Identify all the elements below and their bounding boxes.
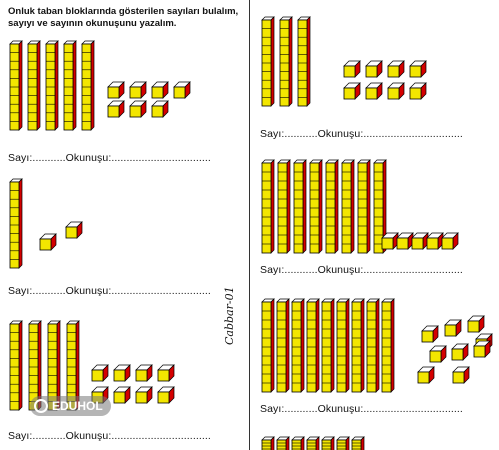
unit-cube-ex3 bbox=[135, 386, 153, 404]
tens-rod-ex5 bbox=[309, 159, 323, 254]
tens-rod-ex6 bbox=[351, 298, 365, 393]
unit-cube-ex5 bbox=[396, 232, 414, 250]
unit-cube-ex3 bbox=[135, 364, 153, 382]
tens-rod-ex1 bbox=[45, 40, 59, 131]
answer-line-5: Sayı:...........Okunuşu:................… bbox=[260, 264, 463, 276]
tens-rod-ex5 bbox=[293, 159, 307, 254]
unit-cube-ex6 bbox=[451, 343, 469, 361]
tens-rod-ex1 bbox=[81, 40, 95, 131]
unit-cube-ex1 bbox=[107, 100, 125, 118]
answer-line-2: Sayı:...........Okunuşu:................… bbox=[8, 285, 211, 297]
unit-cube-ex4 bbox=[409, 60, 427, 78]
column-divider bbox=[249, 0, 250, 450]
answer-line-6: Sayı:...........Okunuşu:................… bbox=[260, 403, 463, 415]
unit-cube-ex1 bbox=[107, 81, 125, 99]
instruction-text: Onluk taban bloklarında gösterilen sayıl… bbox=[8, 6, 239, 29]
watermark-logo-icon bbox=[34, 399, 48, 413]
unit-cube-ex6 bbox=[444, 319, 462, 337]
unit-cube-ex6 bbox=[467, 315, 485, 333]
tens-rod-ex7 bbox=[321, 436, 335, 450]
tens-rod-ex1 bbox=[9, 40, 23, 131]
tens-rod-ex3 bbox=[66, 320, 80, 411]
unit-cube-ex5 bbox=[441, 232, 459, 250]
tens-rod-ex4 bbox=[261, 16, 275, 107]
tens-rod-ex4 bbox=[297, 16, 311, 107]
unit-cube-ex1 bbox=[151, 81, 169, 99]
tens-rod-ex4 bbox=[279, 16, 293, 107]
tens-rod-ex5 bbox=[341, 159, 355, 254]
author-signature: Cabbar-01 bbox=[223, 286, 236, 345]
unit-cube-ex4 bbox=[409, 82, 427, 100]
unit-cube-ex3 bbox=[157, 386, 175, 404]
answer-line-4: Sayı:...........Okunuşu:................… bbox=[260, 128, 463, 140]
tens-rod-ex7 bbox=[351, 436, 365, 450]
tens-rod-ex1 bbox=[27, 40, 41, 131]
tens-rod-ex6 bbox=[306, 298, 320, 393]
tens-rod-ex6 bbox=[381, 298, 395, 393]
unit-cube-ex6 bbox=[473, 340, 491, 358]
unit-cube-ex6 bbox=[421, 325, 439, 343]
unit-cube-ex5 bbox=[426, 232, 444, 250]
unit-cube-ex3 bbox=[113, 386, 131, 404]
tens-rod-ex6 bbox=[336, 298, 350, 393]
unit-cube-ex4 bbox=[343, 60, 361, 78]
tens-rod-ex7 bbox=[261, 436, 275, 450]
tens-rod-ex6 bbox=[261, 298, 275, 393]
unit-cube-ex2 bbox=[65, 221, 83, 239]
unit-cube-ex6 bbox=[429, 345, 447, 363]
answer-line-3: Sayı:...........Okunuşu:................… bbox=[8, 430, 211, 442]
unit-cube-ex1 bbox=[173, 81, 191, 99]
unit-cube-ex3 bbox=[91, 364, 109, 382]
tens-rod-ex6 bbox=[321, 298, 335, 393]
tens-rod-ex1 bbox=[63, 40, 77, 131]
unit-cube-ex4 bbox=[343, 82, 361, 100]
unit-cube-ex4 bbox=[365, 60, 383, 78]
tens-rod-ex3 bbox=[9, 320, 23, 411]
tens-rod-ex7 bbox=[306, 436, 320, 450]
tens-rod-ex6 bbox=[276, 298, 290, 393]
unit-cube-ex1 bbox=[129, 100, 147, 118]
tens-rod-ex5 bbox=[357, 159, 371, 254]
unit-cube-ex5 bbox=[381, 232, 399, 250]
answer-line-1: Sayı:...........Okunuşu:................… bbox=[8, 152, 211, 164]
unit-cube-ex4 bbox=[387, 60, 405, 78]
tens-rod-ex5 bbox=[325, 159, 339, 254]
tens-rod-ex6 bbox=[366, 298, 380, 393]
unit-cube-ex3 bbox=[113, 364, 131, 382]
unit-cube-ex5 bbox=[411, 232, 429, 250]
tens-rod-ex6 bbox=[291, 298, 305, 393]
eduhol-watermark: EDUHOL bbox=[30, 396, 111, 416]
tens-rod-ex7 bbox=[336, 436, 350, 450]
unit-cube-ex1 bbox=[151, 100, 169, 118]
tens-rod-ex5 bbox=[261, 159, 275, 254]
unit-cube-ex1 bbox=[129, 81, 147, 99]
tens-rod-ex7 bbox=[291, 436, 305, 450]
tens-rod-ex7 bbox=[276, 436, 290, 450]
unit-cube-ex2 bbox=[39, 233, 57, 251]
tens-rod-ex5 bbox=[277, 159, 291, 254]
tens-rod-ex2 bbox=[9, 178, 23, 269]
tens-rod-ex5 bbox=[373, 159, 387, 254]
unit-cube-ex4 bbox=[387, 82, 405, 100]
watermark-text: EDUHOL bbox=[52, 399, 103, 413]
unit-cube-ex4 bbox=[365, 82, 383, 100]
unit-cube-ex3 bbox=[157, 364, 175, 382]
unit-cube-ex6 bbox=[452, 366, 470, 384]
unit-cube-ex6 bbox=[417, 366, 435, 384]
